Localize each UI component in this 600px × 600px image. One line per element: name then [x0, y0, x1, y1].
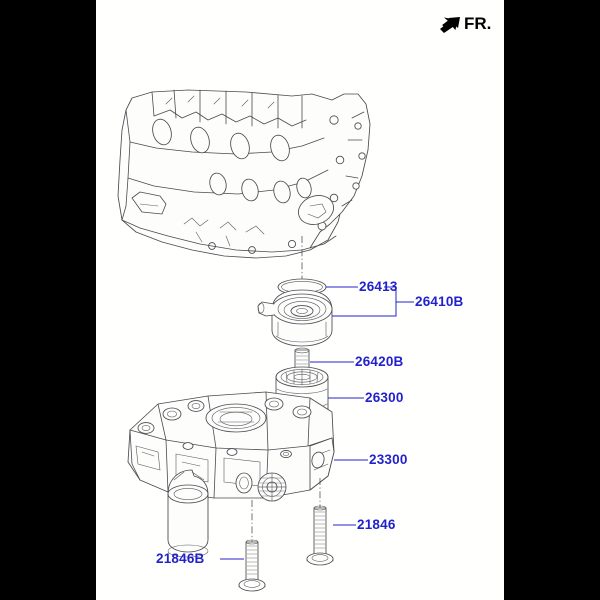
oil-cooler-drawing — [257, 289, 333, 347]
front-direction-arrow-icon — [440, 17, 460, 33]
part-label-26420b[interactable]: 26420B — [355, 354, 404, 369]
diagram-canvas: 26413 26410B 26420B 26300 23300 21846 21… — [96, 0, 504, 600]
parts-artwork — [117, 89, 414, 592]
leader-lines — [220, 286, 414, 560]
part-label-26300[interactable]: 26300 — [365, 390, 404, 405]
bolt-21846b-drawing — [238, 539, 266, 592]
part-label-21846[interactable]: 21846 — [357, 517, 396, 532]
part-label-26413[interactable]: 26413 — [359, 279, 398, 294]
letterbox-left — [0, 0, 96, 600]
part-label-26410b[interactable]: 26410B — [415, 294, 464, 309]
front-direction-label: FR. — [464, 14, 492, 33]
part-label-21846b[interactable]: 21846B — [156, 551, 205, 566]
engine-block-drawing — [117, 89, 371, 259]
bolt-21846-drawing — [306, 505, 334, 566]
balance-shaft-assembly-drawing — [127, 391, 335, 558]
part-label-23300[interactable]: 23300 — [369, 452, 408, 467]
letterbox-right — [504, 0, 600, 600]
front-direction-indicator: FR. — [438, 14, 491, 34]
